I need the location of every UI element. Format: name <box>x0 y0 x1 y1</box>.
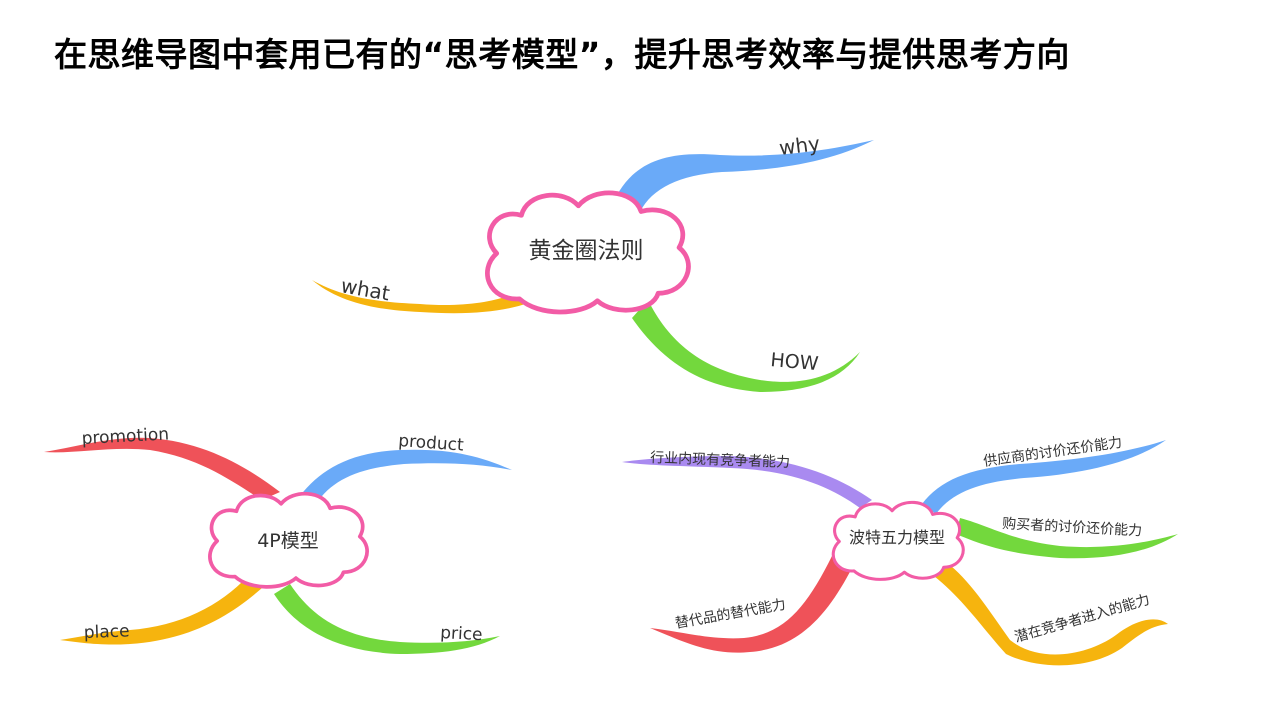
branch-label-place: place <box>83 621 129 643</box>
branch-label-what: what <box>339 273 392 305</box>
center-label-five-forces: 波特五力模型 <box>849 528 945 547</box>
center-label-4p: 4P模型 <box>257 530 319 552</box>
branch-buyer[interactable] <box>956 518 1178 559</box>
page-title: 在思维导图中套用已有的“思考模型”，提升思考效率与提供思考方向 <box>54 35 1070 74</box>
center-label-golden-circle: 黄金圈法则 <box>529 238 644 264</box>
mind-map-4p: 4P模型 promotion product place price <box>44 424 512 654</box>
branch-supplier[interactable] <box>922 440 1166 514</box>
branch-label-substitute: 替代品的替代能力 <box>674 597 787 632</box>
mind-map-five-forces: 波特五力模型 行业内现有竞争者能力 供应商的讨价还价能力 购买者的讨价还价能力 … <box>622 434 1178 666</box>
mind-map-golden-circle: 黄金圈法则 why what HOW <box>312 131 874 392</box>
branch-label-price: price <box>440 623 483 645</box>
branch-why[interactable] <box>612 140 874 212</box>
branch-label-product: product <box>398 431 465 456</box>
branch-new-entrants[interactable] <box>934 562 1168 666</box>
branch-label-how: HOW <box>770 349 820 375</box>
branch-promotion[interactable] <box>44 437 280 500</box>
branch-label-why: why <box>778 131 822 160</box>
branch-what[interactable] <box>312 280 545 314</box>
branch-product[interactable] <box>300 449 512 504</box>
branch-price[interactable] <box>274 584 500 654</box>
branch-label-buyer: 购买者的讨价还价能力 <box>1002 516 1143 539</box>
branch-substitute[interactable] <box>650 556 852 653</box>
branch-how[interactable] <box>632 300 860 392</box>
branch-label-promotion: promotion <box>81 424 169 449</box>
branch-rivalry[interactable] <box>622 456 872 508</box>
branch-label-rivalry: 行业内现有竞争者能力 <box>650 449 791 471</box>
